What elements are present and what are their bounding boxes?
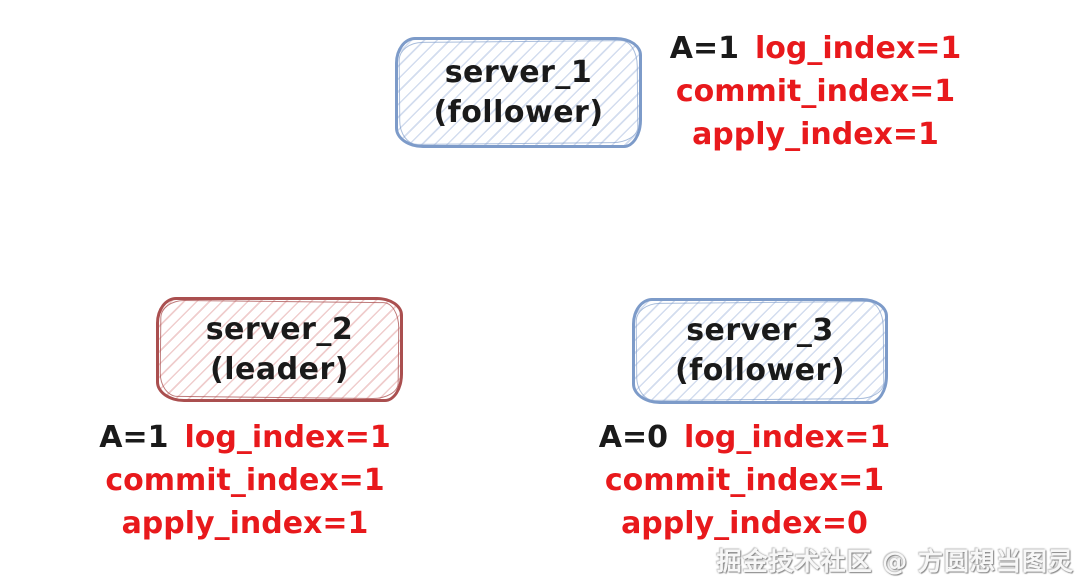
server-1-log-index: log_index=1 [755, 31, 962, 66]
server-2-apply-index: apply_index=1 [121, 506, 369, 541]
server-3-state-line-1: A=0 log_index=1 [572, 416, 917, 459]
server-1-state-block: A=1 log_index=1 commit_index=1 apply_ind… [648, 27, 983, 156]
server-2-state-line-1: A=1 log_index=1 [70, 416, 420, 459]
server-2-state-block: A=1 log_index=1 commit_index=1 apply_ind… [70, 416, 420, 545]
server-1-name: server_1 [444, 54, 593, 90]
server-2-box: server_2 (leader) [156, 297, 403, 402]
server-1-commit-index: commit_index=1 [675, 74, 956, 109]
server-2-a-value: A=1 [99, 420, 169, 455]
server-3-commit-index: commit_index=1 [604, 463, 885, 498]
server-3-role: (follower) [674, 353, 846, 388]
server-3-state-block: A=0 log_index=1 commit_index=1 apply_ind… [572, 416, 917, 545]
server-3-name: server_3 [686, 313, 834, 348]
server-2-name: server_2 [205, 311, 354, 347]
server-1-apply-index: apply_index=1 [692, 117, 939, 152]
server-2-log-index: log_index=1 [184, 420, 391, 455]
server-3-apply-index: apply_index=0 [621, 506, 868, 541]
server-1-a-value: A=1 [669, 31, 740, 66]
watermark-text: 掘金技术社区 @ 方圆想当图灵 [716, 547, 1074, 576]
server-1-role: (follower) [433, 94, 604, 130]
server-1-box: server_1 (follower) [395, 37, 642, 148]
server-1-state-line-1: A=1 log_index=1 [648, 27, 983, 70]
server-2-role: (leader) [210, 351, 349, 387]
server-3-a-value: A=0 [598, 420, 669, 455]
server-2-commit-index: commit_index=1 [105, 463, 385, 498]
server-3-log-index: log_index=1 [684, 420, 891, 455]
server-3-box: server_3 (follower) [632, 298, 888, 404]
